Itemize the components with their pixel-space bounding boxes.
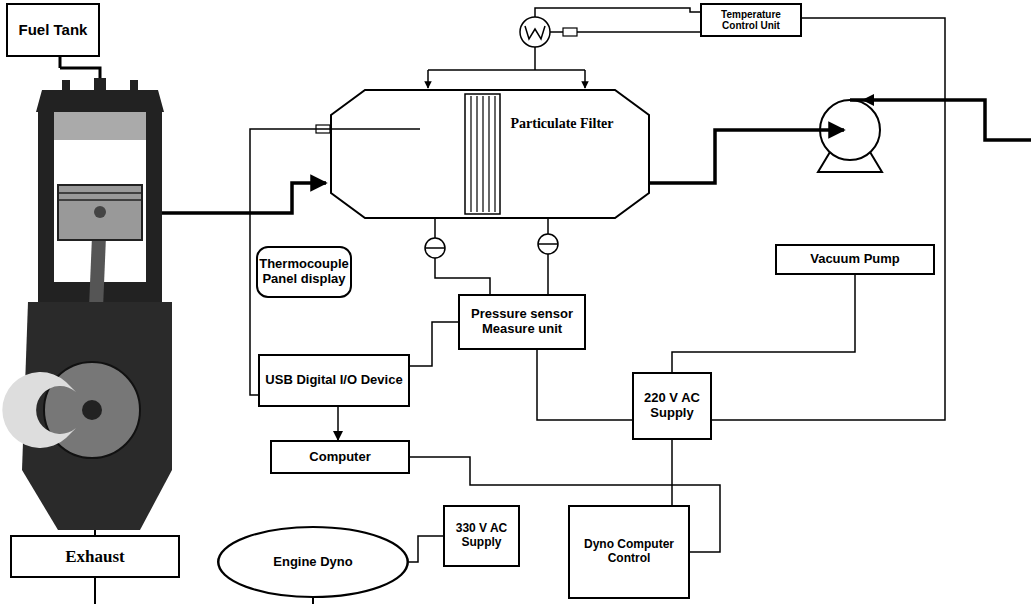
fuel-injector xyxy=(94,78,106,92)
control-wire xyxy=(577,31,700,33)
resistor-symbol xyxy=(563,28,577,36)
dyno-control-box: Dyno Computer Control xyxy=(568,505,690,599)
ellipse-outline xyxy=(218,527,408,597)
heat-arrow xyxy=(427,70,429,88)
dyno-shaft-line xyxy=(312,598,314,604)
io-device-box: USB Digital I/O Device xyxy=(258,354,410,407)
signal-wire xyxy=(537,350,632,420)
computer-box: Computer xyxy=(270,440,410,474)
node-label: 220 V AC Supply xyxy=(638,391,706,421)
signal-wire xyxy=(712,18,945,420)
node-label: Pressure sensor Measure unit xyxy=(464,307,580,337)
node-label: Temperature Control Unit xyxy=(706,9,796,32)
heater-coil xyxy=(525,26,545,39)
heater-wire xyxy=(428,69,585,71)
piston-ring xyxy=(58,192,142,194)
heater-assembly xyxy=(428,8,700,88)
pump-assembly xyxy=(650,94,1031,183)
signal-wire xyxy=(547,254,549,294)
combustion-chamber xyxy=(54,112,146,140)
signal-wire xyxy=(672,275,855,372)
valve-spring xyxy=(130,80,138,90)
control-unit-box: Temperature Control Unit xyxy=(700,3,802,37)
filter-channel xyxy=(476,96,477,212)
signal-wire xyxy=(337,407,339,440)
control-wire xyxy=(535,8,700,17)
pump-inlet-pipe xyxy=(650,130,844,183)
node-label: Fuel Tank xyxy=(19,21,88,38)
node-label: Vacuum Pump xyxy=(810,252,900,267)
node-label: Computer xyxy=(309,450,370,465)
pressure-tap xyxy=(547,218,549,234)
piston-pin xyxy=(94,206,106,218)
heat-arrow xyxy=(584,70,586,88)
pressure-gauge xyxy=(425,247,445,249)
heater-wire xyxy=(534,47,536,70)
filter-channel xyxy=(482,96,483,212)
node-label: Particulate Filter xyxy=(504,116,620,132)
fuel-line xyxy=(59,57,62,68)
pump-base xyxy=(818,152,882,172)
display-panel-box: Thermocouple Panel display xyxy=(256,246,352,298)
filter-housing xyxy=(330,88,650,220)
node-label: USB Digital I/O Device xyxy=(265,373,402,388)
power-supply-box: 220 V AC Supply xyxy=(632,372,712,440)
sensor-unit-box: Pressure sensor Measure unit xyxy=(458,294,586,350)
filter-channel xyxy=(494,96,495,212)
piston-ring xyxy=(58,199,142,201)
crank-pin xyxy=(82,400,102,420)
cylinder-head xyxy=(36,90,164,112)
node-label: Dyno Computer Control xyxy=(574,538,684,566)
filter-channel xyxy=(488,96,489,212)
fuel-line xyxy=(60,68,100,78)
signal-wire xyxy=(435,258,490,294)
signal-wire xyxy=(409,536,443,562)
text-holder: Particulate Filter xyxy=(504,116,620,132)
heater-symbol xyxy=(520,17,550,47)
signal-wire xyxy=(410,322,458,366)
counterweight xyxy=(2,372,76,448)
pump-label-box: Vacuum Pump xyxy=(775,244,935,275)
node-label: 330 V AC Supply xyxy=(449,522,514,550)
thermocouple-probe xyxy=(330,128,420,130)
particulate-filter: Particulate Filter xyxy=(330,88,650,220)
pressure-taps xyxy=(425,218,558,294)
filter-internals xyxy=(316,94,500,214)
piston xyxy=(58,185,142,240)
pressure-gauge xyxy=(425,238,445,258)
exhaust-box: Exhaust xyxy=(10,535,180,578)
control-wire xyxy=(550,31,563,33)
valve-spring xyxy=(62,80,70,90)
signal-wire xyxy=(671,440,673,505)
engine-illustration xyxy=(2,57,172,535)
node-label: Exhaust xyxy=(65,547,125,567)
pressure-gauge xyxy=(538,234,558,254)
node-label: Thermocouple Panel display xyxy=(259,257,349,287)
filter-channel xyxy=(470,96,471,212)
pressure-gauge xyxy=(538,243,558,245)
crankshaft xyxy=(44,362,140,458)
pressure-tap xyxy=(434,218,436,238)
exhaust-outlet-line xyxy=(94,578,96,604)
node-label: Engine Dyno xyxy=(273,555,352,570)
fuel-tank-box: Fuel Tank xyxy=(6,3,100,57)
exhaust-flow-pipe xyxy=(162,183,326,213)
filter-element xyxy=(465,94,500,214)
pump-symbol xyxy=(820,100,880,160)
crankcase xyxy=(22,302,172,530)
dyno-ellipse: Engine Dyno xyxy=(217,526,409,598)
filter-housing xyxy=(331,90,649,218)
power-supply-box: 330 V AC Supply xyxy=(443,505,520,567)
pump-outlet-pipe xyxy=(850,100,1031,140)
flow-arrowhead xyxy=(862,94,874,106)
